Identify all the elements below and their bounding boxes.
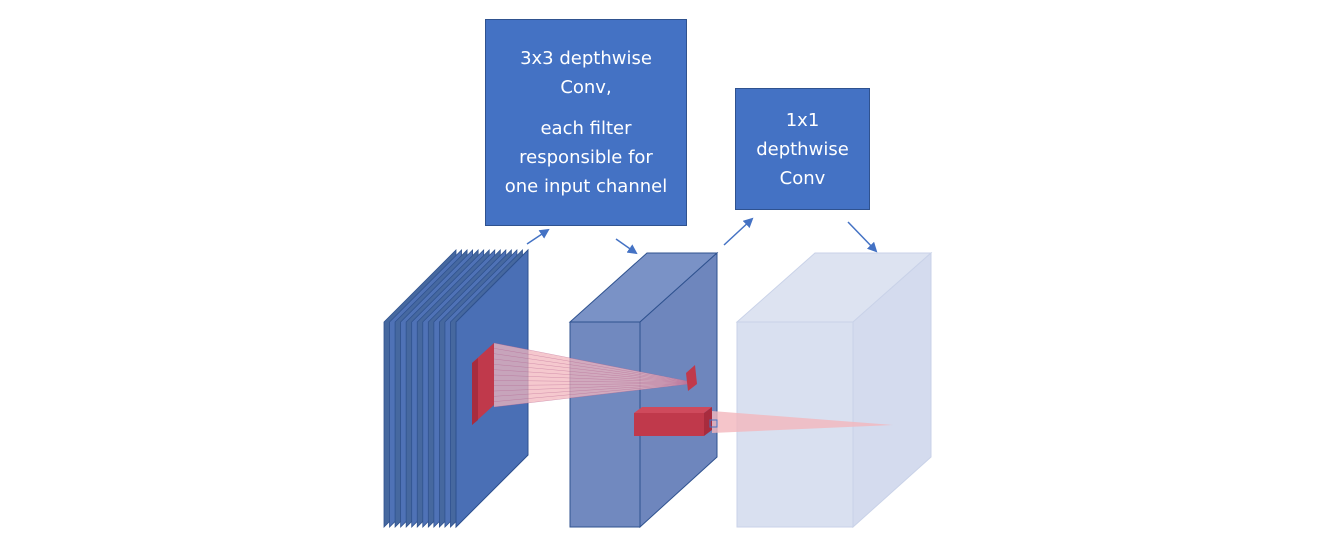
depthwise-label-line3: each filter [540,118,632,139]
cone-hatch-line [493,364,698,384]
pointwise-label-line1: 1x1 [785,109,820,131]
cone-hatch-line [493,382,698,397]
output-feature-map [735,251,933,529]
depthwise-output-pixel [686,365,697,391]
cone-hatch-line [493,374,698,384]
cone-hatch-line [493,369,698,384]
depthwise-projection-cone [494,343,697,407]
arrow-input-to-depthwise [526,228,550,245]
depthwise-output-pixel-face [686,365,697,391]
pointwise-filter-side [704,407,712,436]
pointwise-filter [634,407,718,436]
pointwise-projection-cone [712,411,893,433]
cone-hatch-line [493,382,698,402]
cone-hatch-line [493,342,698,384]
pointwise-filter-end-marker [709,419,718,428]
cone-hatch-line [493,382,698,392]
depthwise-projection-hatching [493,342,698,408]
cone-hatch-line [493,382,698,386]
pointwise-label-line3: Conv [779,167,826,189]
depthwise-label-line1: 3x3 depthwise [520,48,652,69]
cone-hatch-line [493,353,698,384]
cone-hatch-line [493,380,698,384]
depthwise-conv-label-box: 3x3 depthwise Conv, each filter responsi… [485,19,687,226]
output-block-side [852,251,932,529]
middle-block-front [569,321,641,528]
pointwise-label-line2: depthwise [756,138,849,160]
middle-block-side [639,251,718,529]
depthwise-label-line4: responsible for [519,147,653,168]
depthwise-label-line2: Conv, [560,77,612,98]
arrow-pointwise-to-output [847,221,878,253]
arrow-depthwise-to-middle [615,238,638,255]
cone-hatch-line [493,358,698,384]
pointwise-filter-top [634,407,712,413]
pointwise-filter-front [634,413,704,436]
arrow-middle-to-pointwise [723,217,754,246]
depthwise-label-line5: one input channel [504,176,668,197]
cone-hatch-line [493,348,698,384]
input-feature-map [383,248,529,529]
pointwise-conv-label-box: 1x1 depthwise Conv [735,88,870,210]
cone-hatch-line [493,382,698,408]
depthwise-filter-side [472,358,478,425]
depthwise-filter [472,343,494,425]
